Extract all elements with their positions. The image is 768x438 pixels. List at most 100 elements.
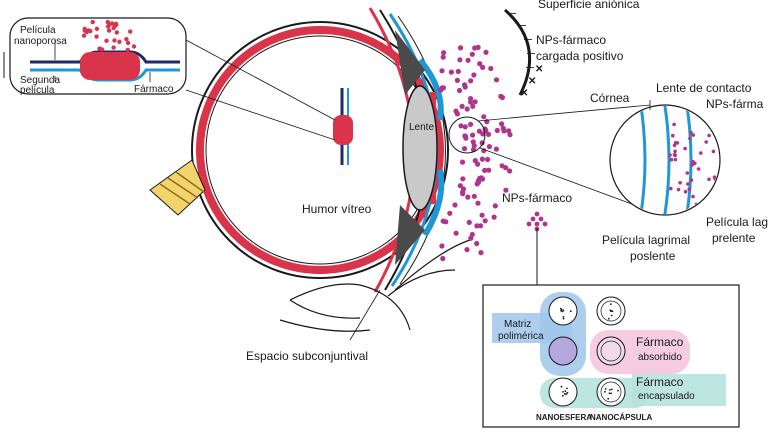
drug-particle xyxy=(683,146,687,151)
drug-particle xyxy=(530,216,536,222)
drug-particle xyxy=(481,148,487,154)
drug-particle xyxy=(97,46,102,51)
drug-particle xyxy=(668,153,672,157)
drug-particle xyxy=(480,64,486,70)
drug-particle xyxy=(683,189,688,194)
svg-text:—: — xyxy=(526,63,534,72)
drug-particle xyxy=(610,314,613,317)
drug-particle xyxy=(88,28,93,34)
label-nanoesfera: NANOESFERA xyxy=(536,413,592,422)
drug-particle xyxy=(569,310,572,313)
drug-particle xyxy=(474,240,480,247)
drug-particle xyxy=(671,133,675,138)
label-pelicula-nanoporosa-2: nanoporosa xyxy=(14,36,67,47)
drug-particle xyxy=(466,219,472,225)
drug-particle xyxy=(507,168,513,174)
drug-particle xyxy=(689,178,694,182)
drug-particle xyxy=(455,68,461,75)
drug-particle xyxy=(452,202,458,208)
label-farmaco-absorbido-1: Fármaco xyxy=(636,335,684,349)
svg-text:—: — xyxy=(508,9,516,18)
drug-particle xyxy=(440,54,446,60)
drug-particle xyxy=(459,103,465,109)
drug-particle xyxy=(106,28,112,33)
drug-particle xyxy=(462,124,468,130)
drug-particle xyxy=(617,389,619,392)
drug-particle xyxy=(685,171,690,175)
label-matriz-1: Matriz xyxy=(504,319,531,330)
drug-particle xyxy=(81,33,87,38)
drug-particle xyxy=(131,44,137,49)
svg-text:✕: ✕ xyxy=(528,76,536,87)
drug-particle xyxy=(468,78,474,84)
label-cornea: Córnea xyxy=(590,91,630,105)
label-lente: Lente xyxy=(409,122,434,133)
drug-particle xyxy=(117,39,122,44)
drug-particle xyxy=(462,133,468,139)
drug-particle xyxy=(470,132,476,138)
drug-particle xyxy=(609,303,612,305)
drug-particle xyxy=(607,317,610,320)
drug-particle xyxy=(699,151,703,155)
svg-text:—: — xyxy=(527,49,535,58)
label-pelicula-poslente-1: Película lagrimal xyxy=(602,233,690,247)
drug-particle xyxy=(104,38,109,43)
drug-particle xyxy=(562,394,564,397)
drug-particle xyxy=(128,29,133,34)
drug-particle xyxy=(562,309,565,312)
drug-particle xyxy=(457,45,464,51)
drug-particle xyxy=(562,317,565,320)
label-farmaco-absorbido-2: absorbido xyxy=(638,352,682,363)
label-farmaco-inset: Fármaco xyxy=(134,84,174,95)
drug-particle xyxy=(672,122,676,127)
drug-particle xyxy=(94,34,99,39)
nanoparticle-types-box: Matriz polimérica Fármaco absorbido Fárm… xyxy=(482,284,740,428)
label-pelicula-poslente-2: poslente xyxy=(630,249,676,263)
drug-particle xyxy=(439,68,445,74)
drug-particle xyxy=(478,250,484,256)
drug-particle xyxy=(470,103,476,109)
drug-particle xyxy=(707,133,711,138)
drug-particle xyxy=(90,19,95,25)
drug-particle xyxy=(105,19,111,25)
drug-particle xyxy=(499,121,505,127)
drug-particle xyxy=(687,187,691,191)
drug-particle xyxy=(476,128,482,134)
drug-particle xyxy=(669,186,673,191)
drug-particle xyxy=(493,77,500,83)
drug-particle xyxy=(457,183,463,189)
drug-particle xyxy=(716,188,719,192)
drug-particle xyxy=(459,159,466,165)
drug-particle xyxy=(562,391,564,393)
drug-particle xyxy=(479,176,486,182)
drug-particle xyxy=(560,385,563,388)
drug-particle xyxy=(456,87,463,94)
drug-particle xyxy=(696,167,701,171)
drug-particle xyxy=(469,231,475,238)
drug-particle xyxy=(485,156,491,163)
drug-particle xyxy=(475,200,481,206)
drug-particle xyxy=(564,390,567,393)
eyeball xyxy=(149,7,449,293)
drug-particle xyxy=(493,146,499,152)
drug-particle xyxy=(534,211,540,217)
drug-particle xyxy=(453,230,459,236)
drug-particle xyxy=(125,47,130,53)
drug-particle xyxy=(454,77,460,83)
retinal-implant xyxy=(333,88,353,165)
drug-particle xyxy=(465,57,471,63)
label-cargada-positivo: cargada positivo xyxy=(536,49,624,63)
drug-particle xyxy=(464,247,470,253)
drug-particle xyxy=(507,132,513,138)
drug-particle xyxy=(609,309,612,312)
magnifier-drug-particles xyxy=(668,114,719,207)
drug-particle xyxy=(565,393,568,396)
drug-particle xyxy=(460,191,466,197)
drug-particle xyxy=(471,193,477,199)
drug-particle xyxy=(94,26,100,31)
drug-particle xyxy=(112,23,118,29)
drug-particle xyxy=(472,45,478,51)
drug-particle xyxy=(492,203,498,209)
